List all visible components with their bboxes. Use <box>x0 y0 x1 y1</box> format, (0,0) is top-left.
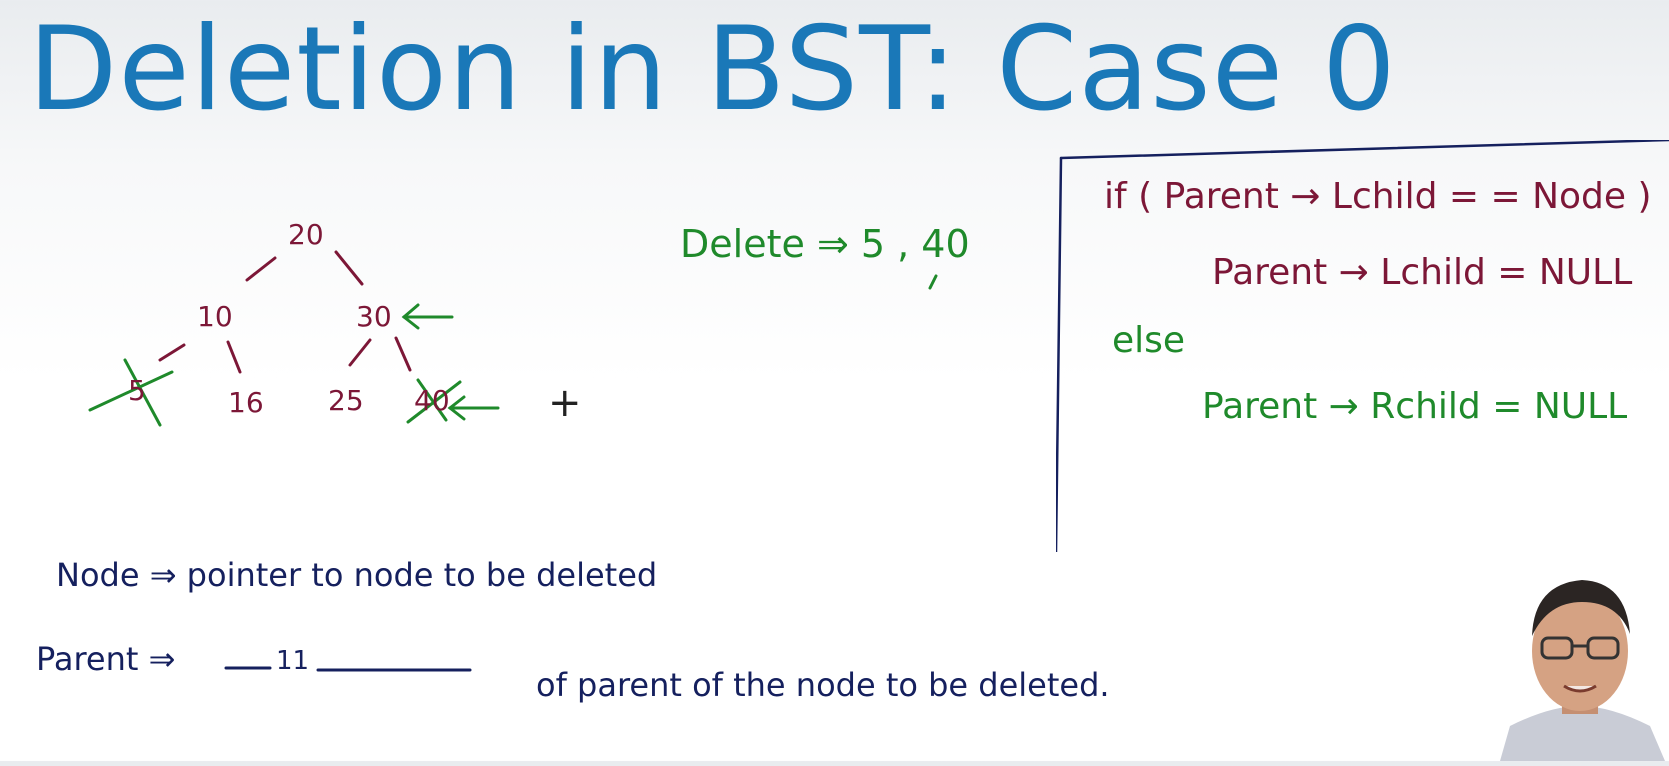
delete-note: Delete ⇒ 5 , 40 <box>680 222 970 266</box>
strike-40-b <box>416 378 448 422</box>
tree-node-left: 10 <box>197 300 233 333</box>
edge-10-5 <box>158 343 186 362</box>
code-line-rchild-null: Parent → Rchild = NULL <box>1202 386 1628 427</box>
cursor-crosshair-icon: + <box>548 380 582 426</box>
edge-30-25 <box>348 338 372 367</box>
delete-label: Delete <box>680 222 805 266</box>
tree-node-right-right: 40 <box>414 384 450 417</box>
slide-title: Deletion in BST: Case 0 <box>28 2 1397 137</box>
delete-values: 5 , 40 <box>860 222 970 266</box>
code-line-else: else <box>1112 320 1186 361</box>
tree-node-left-left: 5 <box>128 374 146 407</box>
edge-10-16 <box>226 340 242 374</box>
tree-node-root: 20 <box>288 218 324 251</box>
delete-comma <box>928 274 938 290</box>
code-box: if ( Parent → Lchild = = Node ) Parent →… <box>1056 140 1669 552</box>
code-line-if: if ( Parent → Lchild = = Node ) <box>1104 176 1652 217</box>
presenter-avatar-icon <box>1490 556 1669 761</box>
code-line-lchild-null: Parent → Lchild = NULL <box>1212 252 1633 293</box>
note-parent-ditto: 11 <box>276 646 310 676</box>
arrow-30-head <box>401 303 420 330</box>
tree-node-right: 30 <box>356 300 392 333</box>
note-parent-label: Parent ⇒ <box>36 640 176 678</box>
arrow-40-head <box>447 395 466 421</box>
edge-30-40 <box>394 336 412 372</box>
edge-20-10 <box>245 256 277 282</box>
note-node-definition: Node ⇒ pointer to node to be deleted <box>56 556 658 594</box>
edge-20-30 <box>334 250 364 286</box>
code-box-border <box>1056 140 1669 552</box>
note-parent-rest: of parent of the node to be deleted. <box>536 666 1110 704</box>
delete-arrow: ⇒ <box>816 222 849 266</box>
strike-5-a <box>88 370 174 412</box>
tree-node-left-right: 16 <box>228 386 264 419</box>
presenter-webcam <box>1490 556 1669 761</box>
tree-node-right-left: 25 <box>328 384 364 417</box>
strike-5-b <box>123 358 162 427</box>
